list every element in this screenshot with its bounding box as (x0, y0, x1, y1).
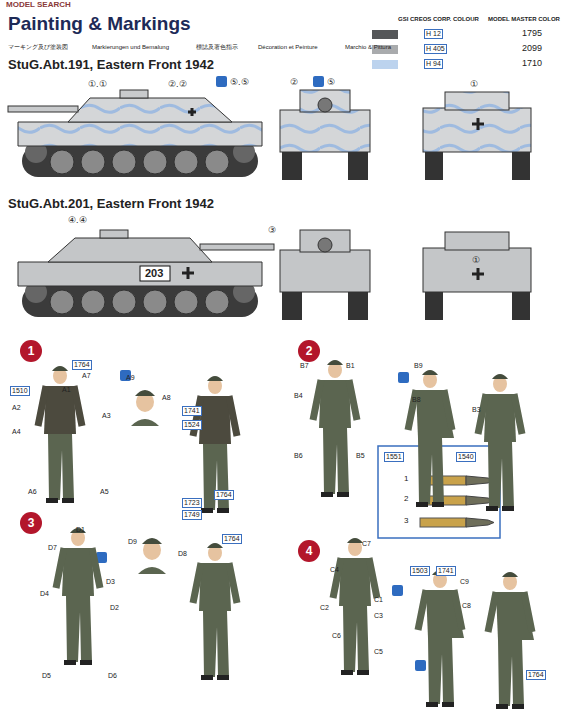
callout-label: D3 (106, 578, 115, 586)
color-ref: 1510 (10, 386, 30, 396)
callout-label: ②.② (168, 80, 187, 90)
callout-label: D5 (42, 672, 51, 680)
color-swatch (372, 60, 398, 69)
callout-label: 2 (404, 495, 408, 504)
callout-label: Décoration et Peinture (258, 44, 318, 51)
callout-label: 1 (404, 475, 408, 484)
color-ref: 1551 (384, 452, 404, 462)
figure-badge: 1 (20, 340, 42, 362)
callout-label: C9 (460, 578, 469, 586)
callout-label: A6 (28, 488, 37, 496)
sheet-title: Painting & Markings (8, 14, 191, 35)
callout-label: 標誌及著色指示 (196, 44, 238, 51)
color-ref: H 94 (424, 59, 443, 69)
callout-label: C8 (462, 602, 471, 610)
callout-label: B5 (356, 452, 365, 460)
callout-label: D4 (40, 590, 49, 598)
callout-label: A2 (12, 404, 21, 412)
color-ref: H 405 (424, 44, 447, 54)
callout-label: 203 (145, 267, 163, 279)
callout-label: ④.④ (68, 216, 87, 226)
color-ref: 1749 (182, 510, 202, 520)
callout-label: C2 (320, 604, 329, 612)
callout-label: B4 (294, 392, 303, 400)
callout-label: B7 (300, 362, 309, 370)
callout-label: ② (290, 78, 298, 88)
badge-number: 2 (306, 344, 313, 358)
watermark: MODEL SEARCH (6, 1, 71, 10)
callout-label: A5 (100, 488, 109, 496)
badge-number: 3 (28, 516, 35, 530)
callout-label: ③ (268, 226, 276, 236)
callout-label: A1 (62, 386, 71, 394)
callout-label: D1 (76, 526, 85, 534)
callout-label: D9 (128, 538, 137, 546)
badge-number: 1 (28, 344, 35, 358)
color-code: 1710 (522, 59, 542, 69)
color-swatch (372, 30, 398, 39)
callout-label: Marchio & Pittura (345, 44, 391, 51)
badge-number: 4 (306, 544, 313, 558)
callout-label: Markierungen und Bemalung (92, 44, 169, 51)
color-code: 2099 (522, 44, 542, 54)
callout-label: A8 (162, 394, 171, 402)
callout-label: A7 (82, 372, 91, 380)
callout-label: B3 (472, 406, 481, 414)
callout-label: ⑤ (327, 78, 335, 88)
callout-label: StuG.Abt.201, Eastern Front 1942 (8, 197, 214, 211)
callout-label: MODEL MASTER COLOR (488, 16, 560, 23)
callout-label: B1 (346, 362, 355, 370)
callout-label: D8 (178, 550, 187, 558)
callout-label: ①.① (88, 80, 107, 90)
callout-label: A4 (12, 428, 21, 436)
callout-label: C3 (374, 612, 383, 620)
callout-label: B8 (412, 396, 421, 404)
callout-label: C1 (374, 596, 383, 604)
callout-label: 3 (404, 517, 408, 526)
color-code: 1795 (522, 29, 542, 39)
color-ref: 1764 (72, 360, 92, 370)
callout-label: マーキング及び塗装図 (8, 44, 68, 51)
callout-label: D6 (108, 672, 117, 680)
color-ref: 1764 (526, 670, 546, 680)
figure-badge: 4 (298, 540, 320, 562)
color-ref: H 12 (424, 29, 443, 39)
callout-label: C4 (330, 566, 339, 574)
color-ref: 1741 (182, 406, 202, 416)
callout-label: ⑤.⑤ (230, 78, 249, 88)
callout-label: C7 (362, 540, 371, 548)
callout-label: StuG.Abt.191, Eastern Front 1942 (8, 58, 214, 72)
callout-label: C6 (332, 632, 341, 640)
color-ref: 1764 (214, 490, 234, 500)
callout-label: C5 (374, 648, 383, 656)
color-ref: 1503 (410, 566, 430, 576)
color-ref: 1764 (222, 534, 242, 544)
color-ref: 1524 (182, 420, 202, 430)
color-ref: 1741 (436, 566, 456, 576)
callout-label: B6 (294, 452, 303, 460)
callout-label: ① (470, 80, 478, 90)
callout-label: D2 (110, 604, 119, 612)
callout-label: ① (472, 256, 480, 266)
figure-badge: 3 (20, 512, 42, 534)
callout-label: GSI CREOS CORP. COLOUR (398, 16, 479, 23)
callout-label: A3 (102, 412, 111, 420)
figure-badge: 2 (298, 340, 320, 362)
callout-label: A9 (126, 374, 135, 382)
callout-label: B9 (414, 362, 423, 370)
color-ref: 1540 (456, 452, 476, 462)
callout-label: D7 (48, 544, 57, 552)
color-ref: 1723 (182, 498, 202, 508)
